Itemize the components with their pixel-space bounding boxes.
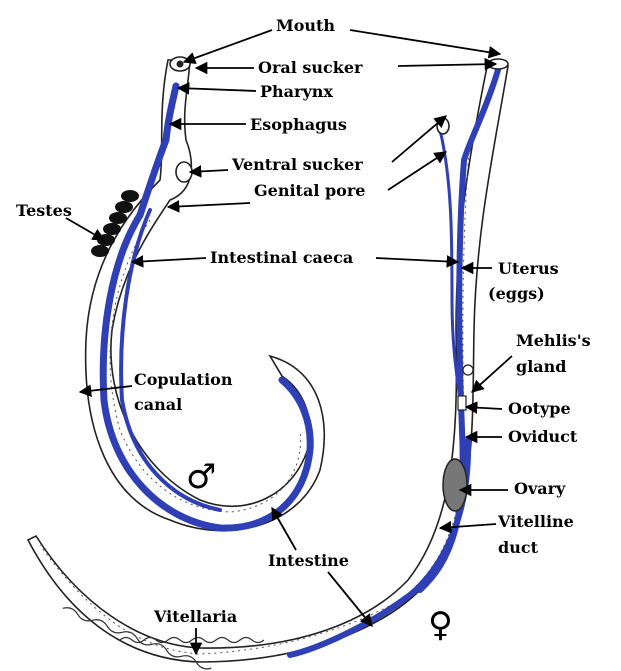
arrow-intestine-female — [328, 572, 372, 626]
label-oviduct: Oviduct — [508, 427, 578, 446]
label-copulation-canal: canal — [134, 395, 182, 414]
arrow-ventral-sucker-male — [190, 170, 228, 172]
label-genital-pore: Genital pore — [254, 181, 365, 200]
arrow-caeca-female — [376, 258, 458, 262]
male-ventral-sucker-shape — [176, 162, 192, 182]
label-testes: Testes — [16, 201, 72, 220]
label-uterus: Uterus — [498, 259, 559, 278]
arrow-genital-pore-male — [168, 203, 250, 207]
label-vitelline: Vitelline — [497, 512, 574, 531]
label-vitellaria: Vitellaria — [153, 607, 237, 626]
label-intestine: Intestine — [268, 551, 349, 570]
label-ventral-sucker: Ventral sucker — [231, 155, 363, 174]
label-oral-sucker: Oral sucker — [258, 58, 363, 77]
label-mehlis-gland: gland — [516, 357, 566, 376]
label-esophagus: Esophagus — [250, 115, 347, 134]
label-mouth: Mouth — [276, 16, 335, 35]
arrow-pharynx — [178, 88, 256, 91]
male-mouth-shape — [177, 61, 184, 68]
arrow-oral-sucker-female — [398, 64, 496, 66]
mehlis-gland-shape — [463, 365, 473, 375]
ootype-shape — [458, 396, 466, 410]
label-pharynx: Pharynx — [260, 82, 333, 101]
label-ovary: Ovary — [514, 479, 566, 498]
label-vitelline-duct: duct — [498, 538, 539, 557]
ovary-shape — [443, 459, 467, 511]
label-uterus-eggs: (eggs) — [488, 284, 545, 303]
arrow-mouth-female — [350, 30, 500, 54]
label-intestinal-caeca: Intestinal caeca — [210, 248, 353, 267]
label-mehlis: Mehlis's — [516, 331, 591, 350]
arrow-mehlis — [472, 356, 512, 392]
male-symbol: ♂ — [186, 457, 216, 497]
female-symbol: ♀ — [428, 605, 453, 645]
label-ootype: Ootype — [508, 399, 571, 418]
arrow-testes — [66, 218, 104, 240]
female-oral-sucker-shape — [437, 118, 449, 134]
label-copulation: Copulation — [134, 370, 233, 389]
arrow-caeca-male — [132, 258, 206, 262]
arrow-ventral-sucker-female — [392, 116, 446, 162]
